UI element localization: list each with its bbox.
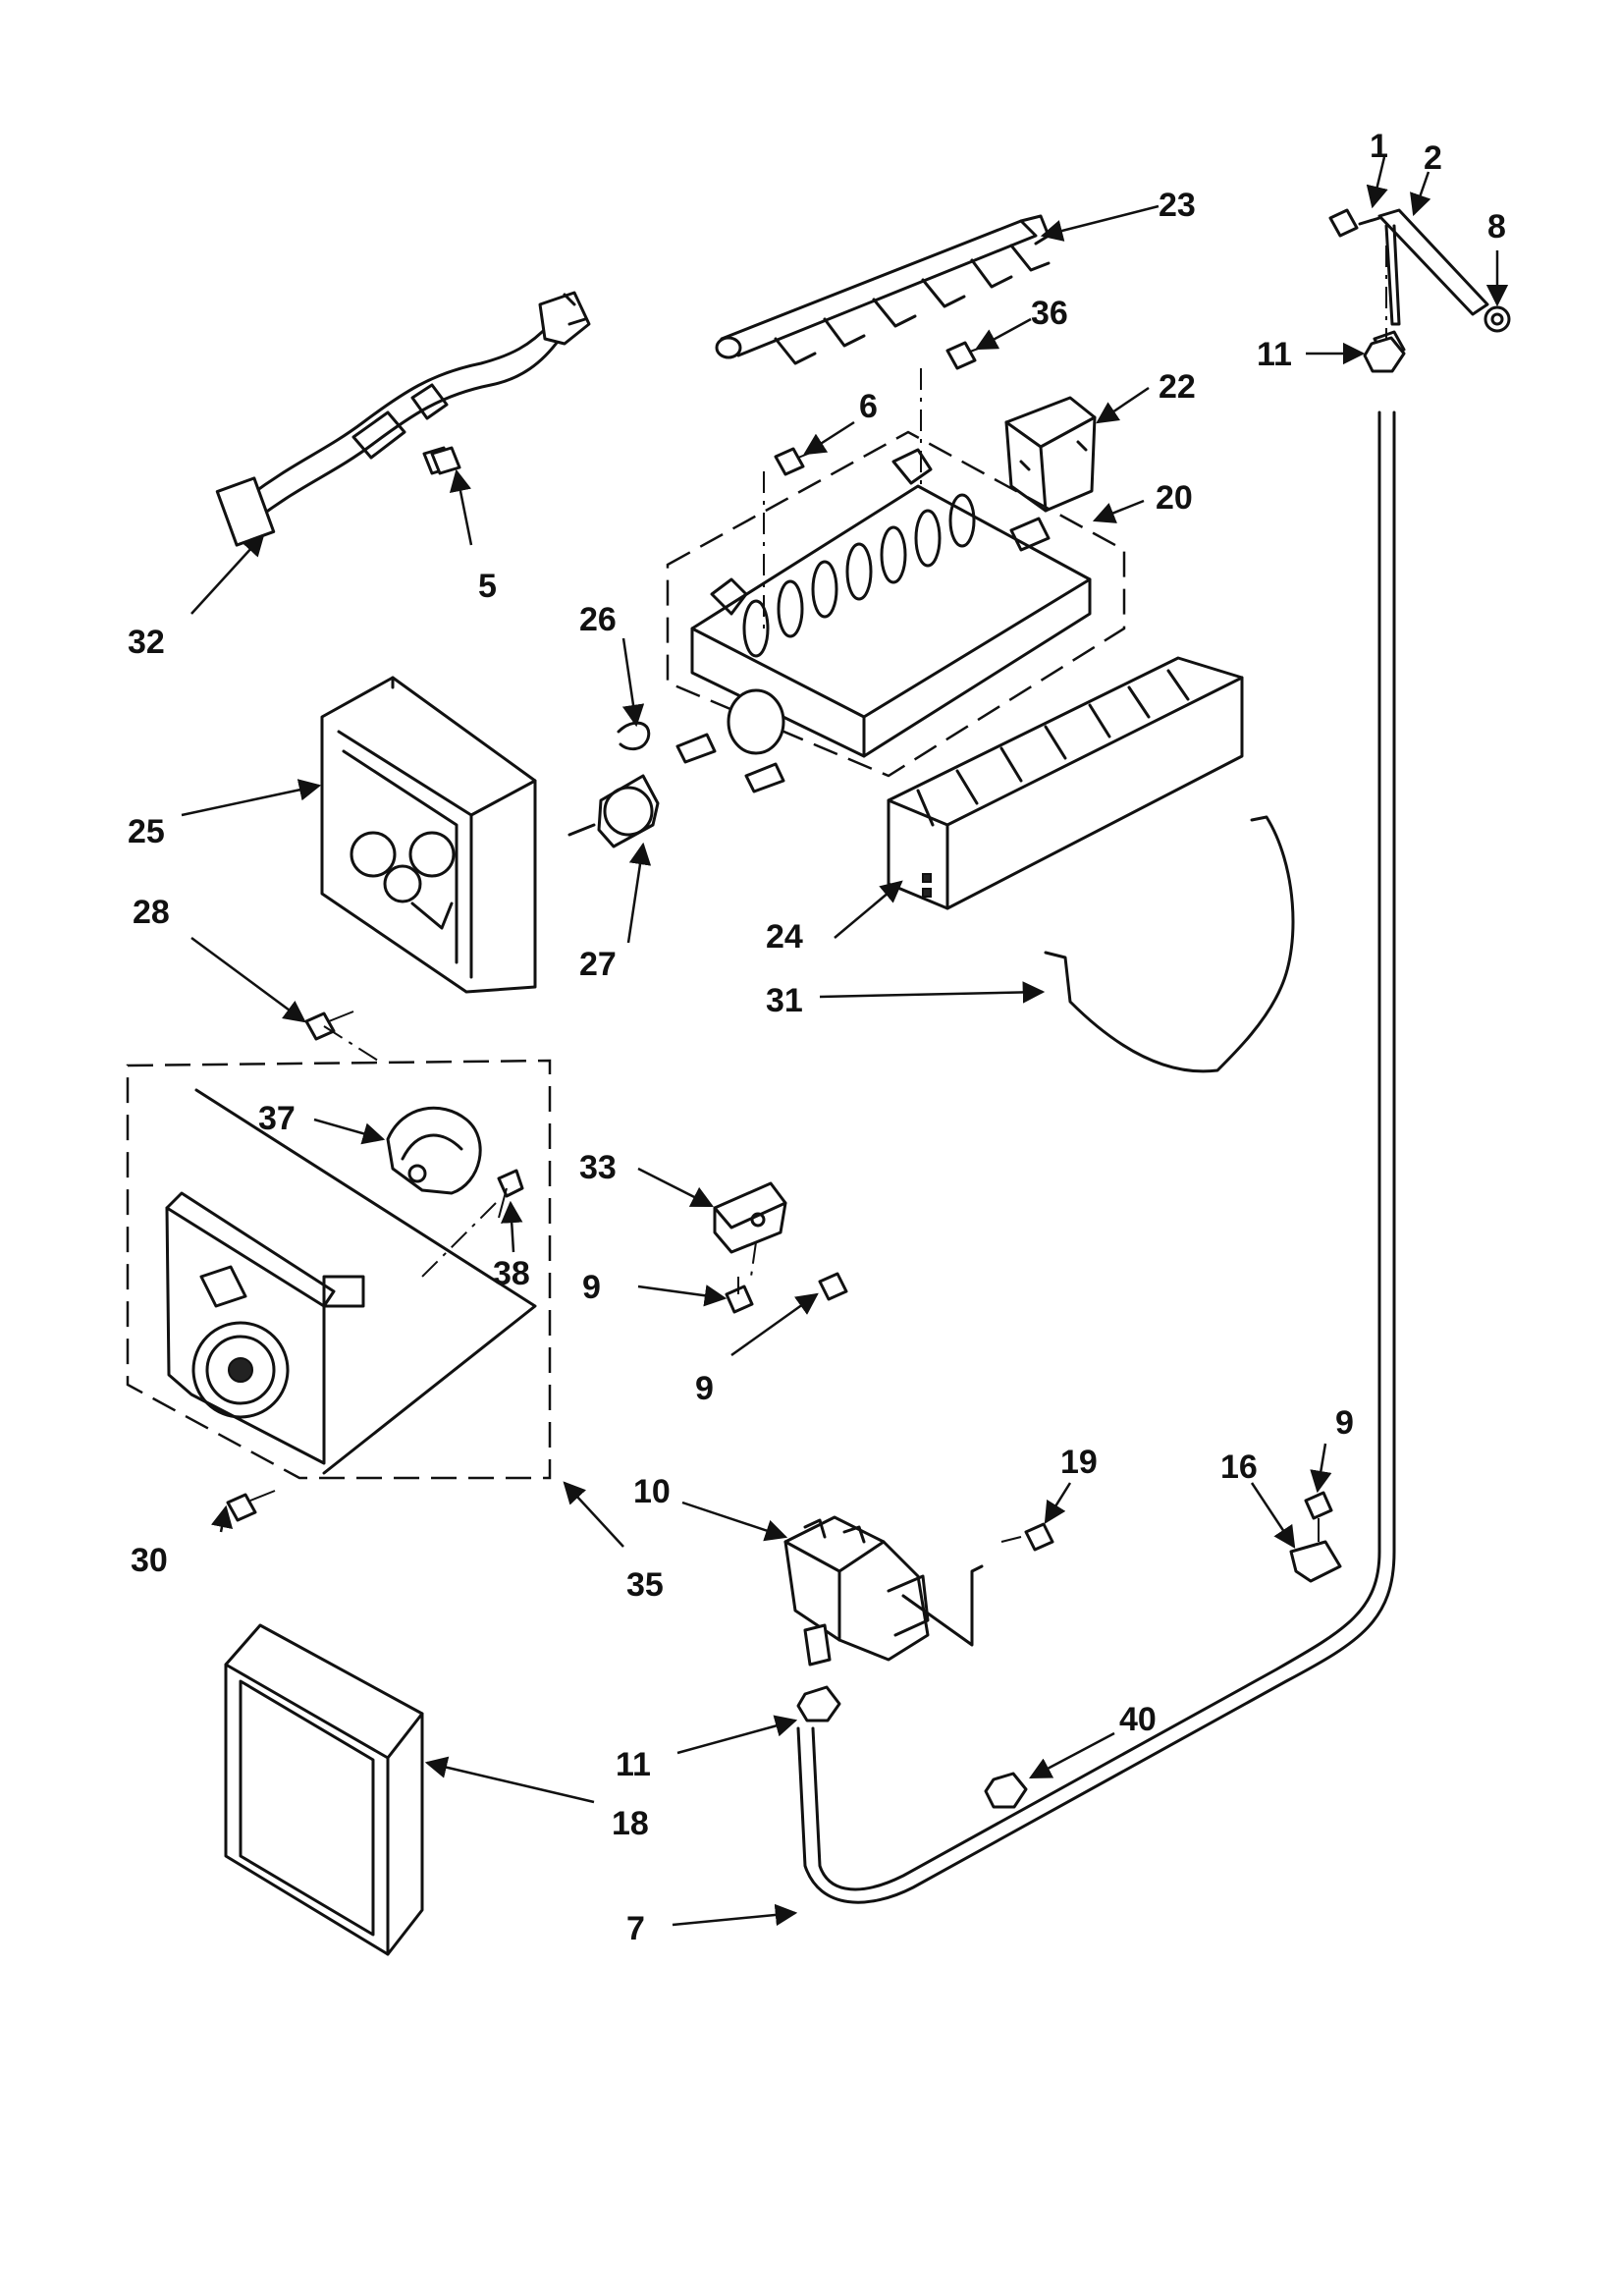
- cover: [887, 656, 1244, 910]
- callout-22: 22: [1159, 368, 1196, 406]
- callout-36: 36: [1031, 295, 1068, 332]
- callout-6: 6: [859, 388, 878, 425]
- water-tube: [796, 410, 1396, 1904]
- callout-5: 5: [478, 568, 497, 605]
- callout-24: 24: [766, 918, 803, 956]
- callout-40: 40: [1119, 1701, 1157, 1738]
- callout-33: 33: [579, 1149, 617, 1186]
- nut-11-bottom: [796, 1685, 841, 1722]
- callout-9-left: 9: [582, 1269, 601, 1306]
- callout-23: 23: [1159, 187, 1196, 224]
- callout-37: 37: [258, 1100, 296, 1137]
- callout-19: 19: [1060, 1444, 1098, 1481]
- callout-1: 1: [1370, 128, 1388, 165]
- callout-labels: 1 2 5 6 7 8 9 9 9 10 11 11 16 18 19 20 2…: [128, 128, 1506, 1947]
- stripper: [1004, 396, 1097, 513]
- callout-35: 35: [626, 1566, 664, 1604]
- ejector: [715, 214, 1051, 365]
- callout-9-lower: 9: [695, 1370, 714, 1407]
- bail-arm: [1044, 815, 1295, 1073]
- callout-16: 16: [1220, 1449, 1258, 1486]
- callout-11-top: 11: [1257, 336, 1292, 373]
- callout-28: 28: [133, 894, 170, 931]
- water-valve: [783, 1515, 984, 1667]
- callout-2: 2: [1424, 139, 1442, 177]
- callout-27: 27: [579, 946, 617, 983]
- callout-9-right: 9: [1335, 1404, 1354, 1442]
- callout-18: 18: [612, 1805, 649, 1842]
- callout-32: 32: [128, 624, 165, 661]
- bracket-33: [713, 1181, 787, 1254]
- callout-20: 20: [1156, 479, 1193, 517]
- clamp-16: [1289, 1540, 1342, 1583]
- callout-38: 38: [493, 1255, 530, 1292]
- pad-18: [224, 1623, 424, 1956]
- callout-11-bottom: 11: [616, 1746, 651, 1783]
- alignment-lines: [323, 246, 1387, 1278]
- callout-30: 30: [131, 1542, 168, 1579]
- callout-10: 10: [633, 1473, 671, 1510]
- clip-26: [617, 721, 651, 751]
- callout-26: 26: [579, 601, 617, 638]
- clip-5: [430, 446, 461, 475]
- housing: [320, 676, 537, 994]
- mold: [666, 430, 1126, 793]
- callout-25: 25: [128, 813, 165, 850]
- leader-lines: [181, 156, 1509, 1927]
- motor-37: [386, 1106, 482, 1195]
- thermostat: [567, 774, 660, 848]
- screws: [226, 341, 1333, 1552]
- motor-module: [126, 1059, 552, 1480]
- callout-31: 31: [766, 982, 803, 1019]
- wire-harness: [215, 291, 591, 547]
- callout-7: 7: [626, 1910, 645, 1947]
- nut-40: [984, 1772, 1028, 1809]
- callout-8: 8: [1487, 208, 1506, 246]
- fill-tube: [1328, 208, 1511, 359]
